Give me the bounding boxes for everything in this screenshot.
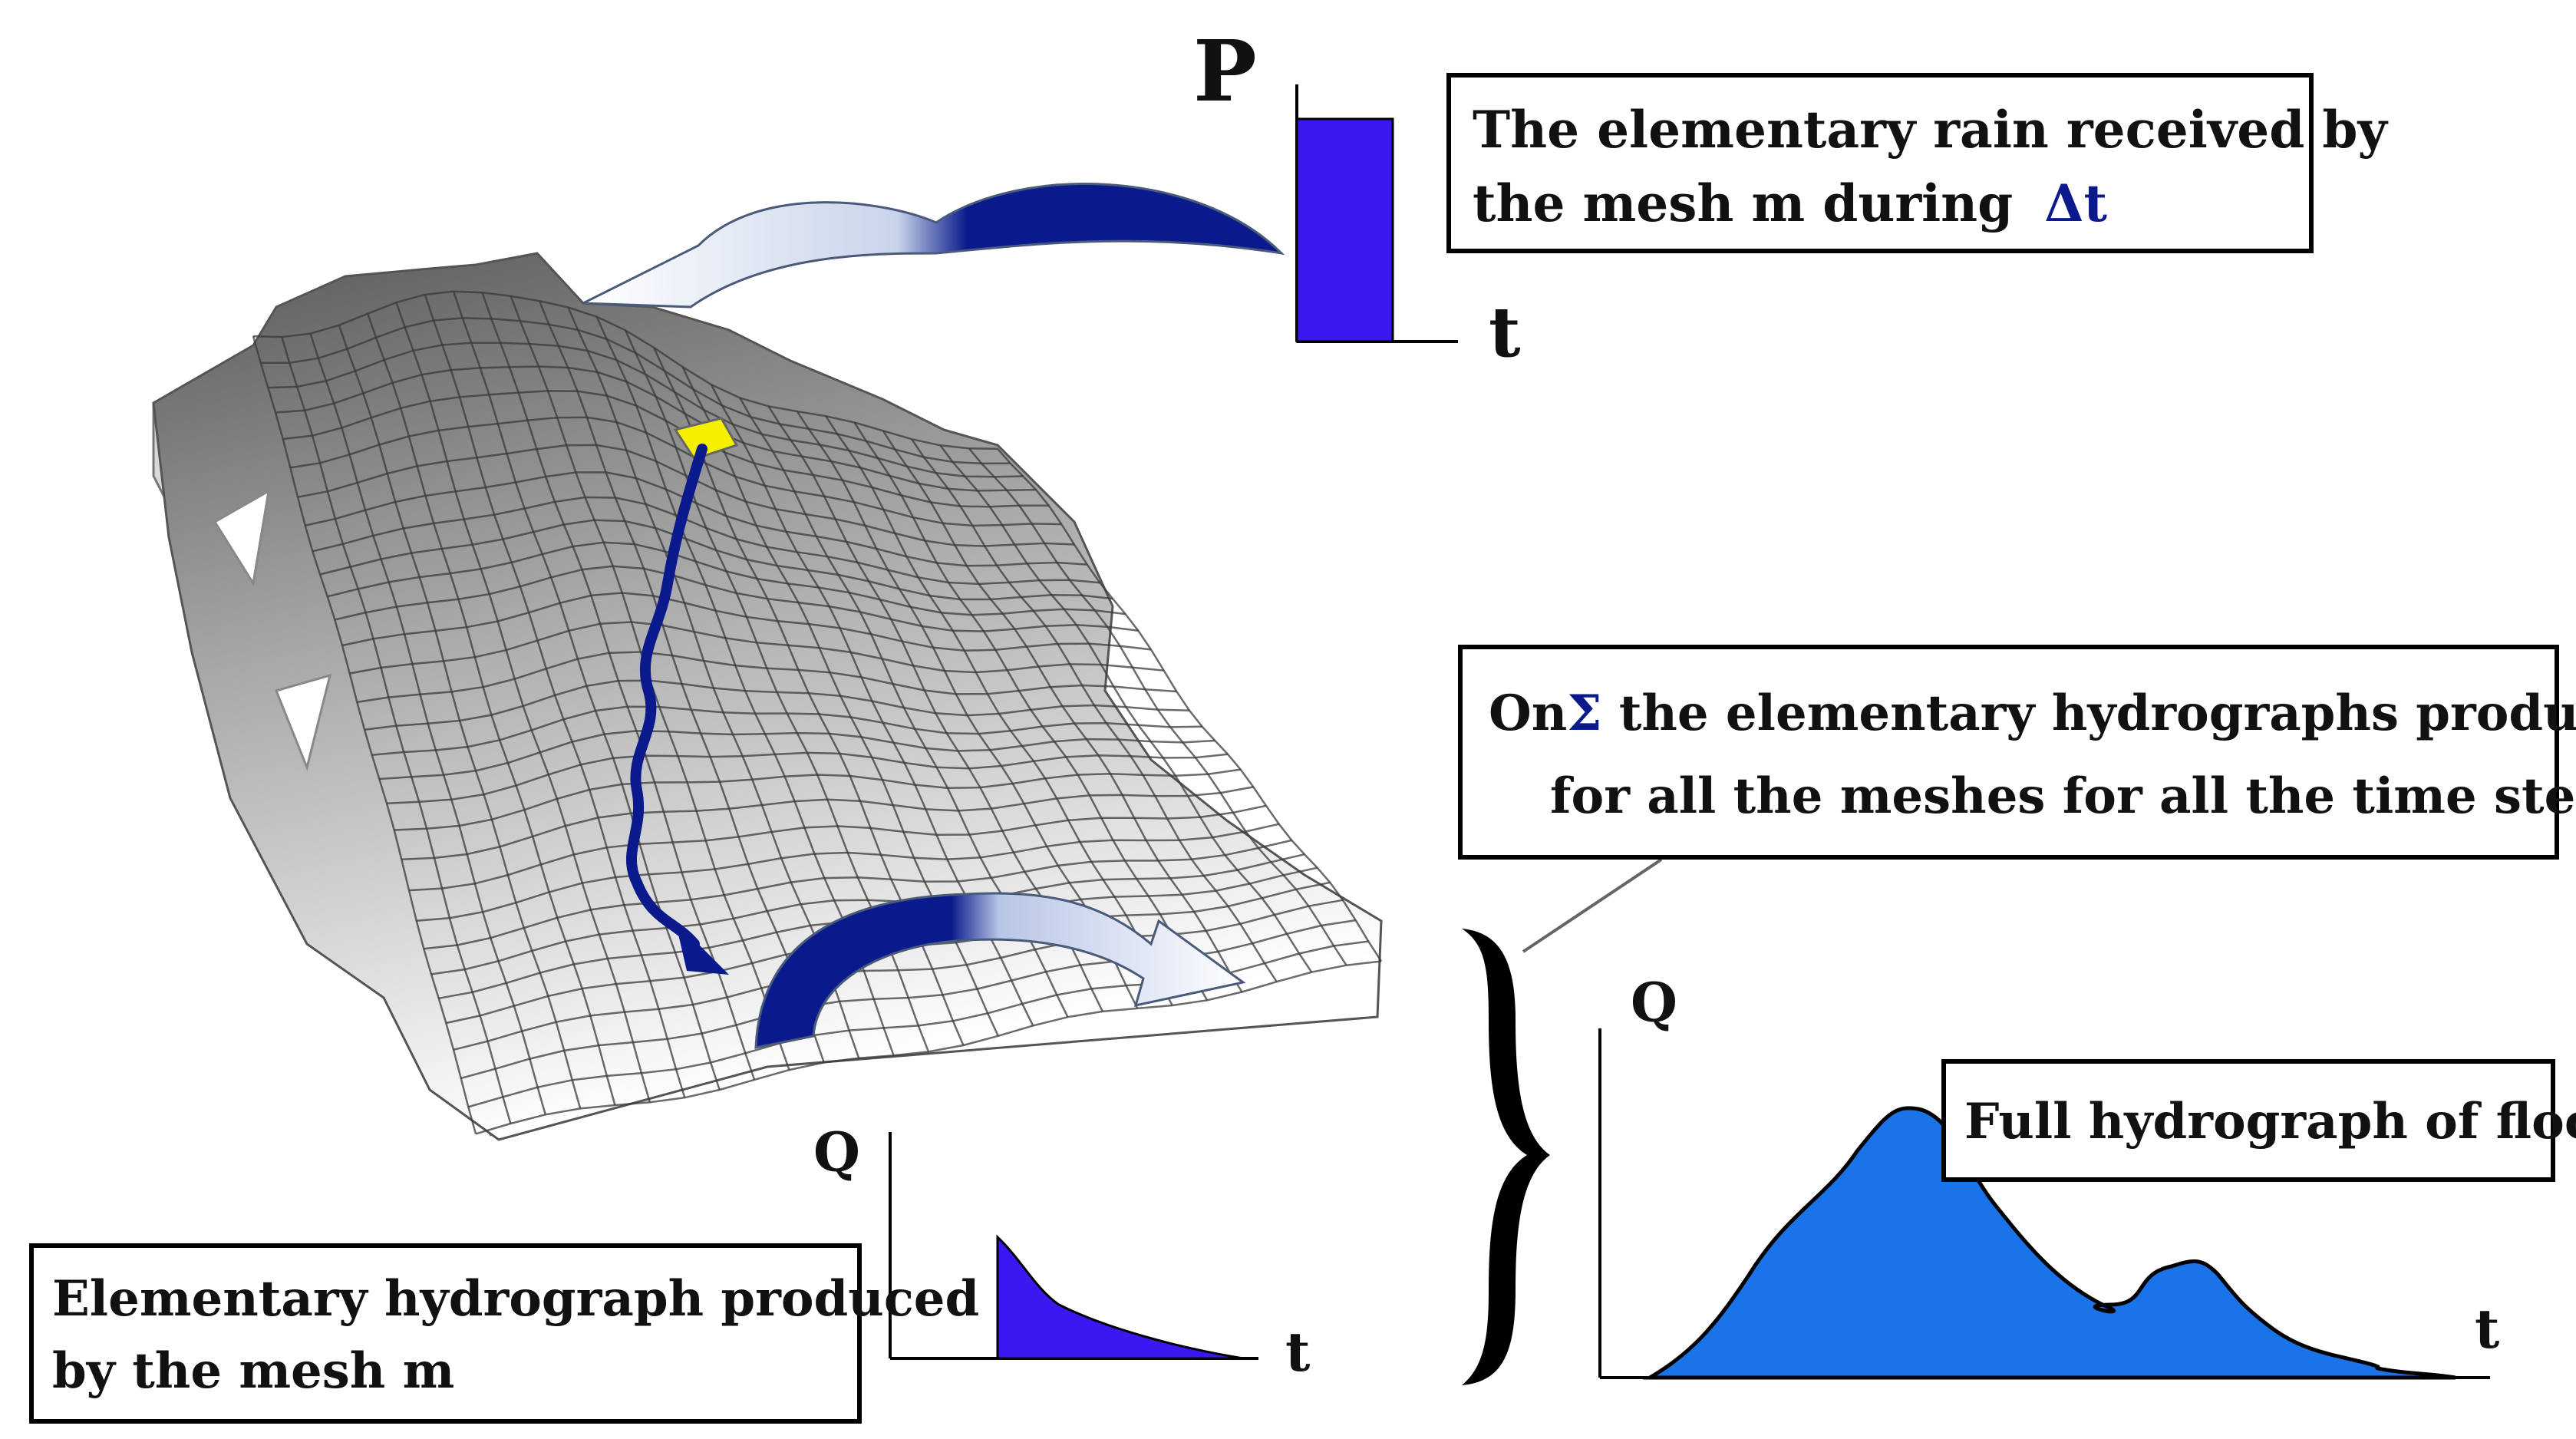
full-plot-y-label: Q [1631,971,1677,1035]
terrain-notch [213,489,270,587]
elem-plot-y-label: Q [813,1121,860,1184]
mesh-line [327,541,1126,616]
rain-callout-line2-text: the mesh m during [1473,173,2014,233]
rain-bar [1295,117,1394,343]
rain-callout-line1: The elementary rain received by [1473,100,2387,160]
mesh-line [282,390,1049,508]
mesh-line [364,679,1190,731]
sum-callout-line1: OnΣ the elementary hydrographs produced [1481,672,2576,755]
elem-plot-x-label: t [1285,1320,1311,1384]
mesh-line [349,621,1164,675]
mesh-line [386,751,1229,805]
mesh-line [424,839,1292,950]
mesh-line [268,342,1024,478]
rain-callout-line2: the mesh m during Δt [1473,167,2287,240]
runoff-output-arrow [754,892,1246,1049]
summation-brace [1462,929,1550,1385]
sum-callout-line2: for all the meshes for all the time step… [1550,767,2576,825]
sum-callout-line1-text: the elementary hydrographs produced [1618,685,2576,742]
mesh-line [275,365,1037,492]
mesh-line [312,496,1100,586]
sum-callout-on: On [1489,685,1568,742]
mesh-line [401,786,1254,861]
mesh-line [371,705,1202,756]
full-hydrograph-callout-box: Full hydrograph of flood [1941,1059,2576,1182]
full-hydrograph-callout-text: Full hydrograph of flood [1964,1093,2576,1150]
mesh-line [341,592,1152,652]
mesh-line [357,651,1177,704]
elementary-hydrograph-plot [889,1132,1258,1360]
mesh-line [460,919,1356,1080]
rain-plot [1295,84,1458,343]
rain-plot-x-label: t [1489,292,1521,373]
mesh-line [416,823,1279,922]
elem-callout-line2: by the mesh m [52,1342,455,1400]
rain-input-arrow [582,183,1285,309]
full-hydrograph-area [1642,1106,2456,1380]
mesh-line [430,853,1305,975]
mesh-line [475,960,1382,1135]
flow-path-arrowhead [675,921,729,975]
terrain-grid-lines [252,290,1383,1135]
elem-callout-line1: Elementary hydrograph produced [52,1270,980,1328]
rain-callout-box: The elementary rain received by the mesh… [1446,73,2387,253]
sigma-symbol: Σ [1567,685,1602,742]
delta-t-symbol: Δt [2044,173,2107,233]
full-hydrograph-plot [1598,1028,2490,1380]
mesh-line [335,565,1139,632]
highlighted-mesh-cell [673,417,739,460]
flow-path-arrow [625,444,707,949]
mesh-line [408,804,1267,892]
terrain-notch [274,673,332,771]
mesh-line [290,416,1062,527]
mesh-line [319,519,1113,601]
callout-pointer-line [1522,858,1663,953]
elementary-hydrograph-area [996,1234,1244,1360]
full-plot-x-label: t [2475,1297,2500,1361]
mesh-line [394,768,1241,831]
summation-callout-box: OnΣ the elementary hydrographs produced … [1458,645,2576,860]
mesh-line [453,899,1344,1051]
mesh-line [252,290,998,451]
mesh-line [260,317,1011,465]
mesh-line [305,471,1087,567]
elementary-hydrograph-callout-box: Elementary hydrograph produced by the me… [29,1243,980,1424]
mesh-line [379,730,1215,781]
rain-plot-y-label: P [1193,21,1257,120]
mesh-line [297,444,1075,547]
